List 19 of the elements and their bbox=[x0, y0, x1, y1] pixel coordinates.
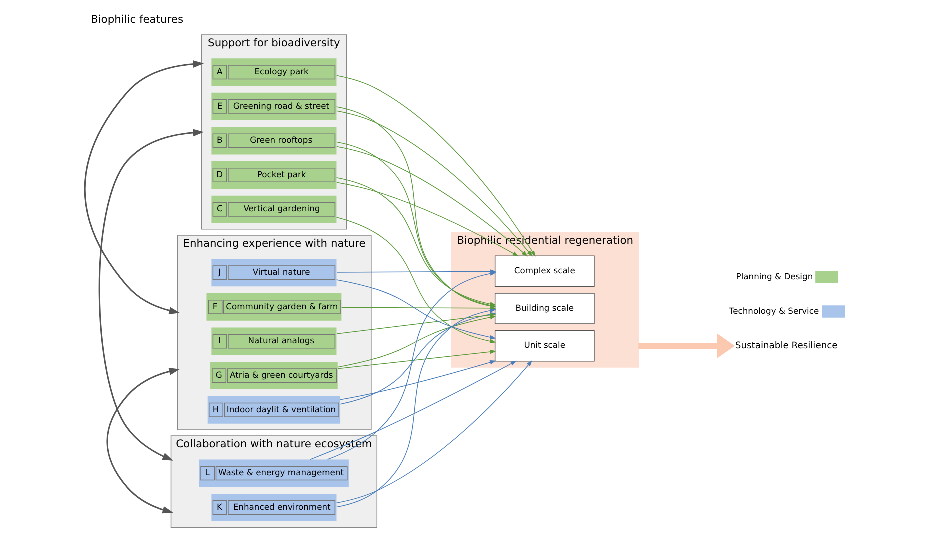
arrow bbox=[336, 182, 518, 257]
legend-label: Planning & Design bbox=[736, 272, 813, 282]
arrow bbox=[84, 60, 204, 314]
diagram-title: Biophilic features bbox=[90, 12, 184, 26]
arrow bbox=[336, 75, 536, 257]
arrow bbox=[336, 146, 528, 257]
arrow bbox=[106, 368, 180, 514]
node-box: Unit scale bbox=[494, 330, 594, 362]
arrow bbox=[340, 360, 496, 400]
node-box: Complex scale bbox=[494, 256, 594, 287]
arrow bbox=[98, 129, 204, 461]
arrow bbox=[336, 110, 532, 257]
arrow bbox=[337, 350, 496, 370]
node-box: Building scale bbox=[494, 293, 594, 324]
arrow bbox=[336, 360, 532, 504]
arrow bbox=[310, 360, 516, 460]
arrow bbox=[638, 334, 734, 358]
node-text: Sustainable Resilience bbox=[734, 341, 838, 352]
legend-label: Technology & Service bbox=[728, 306, 819, 316]
